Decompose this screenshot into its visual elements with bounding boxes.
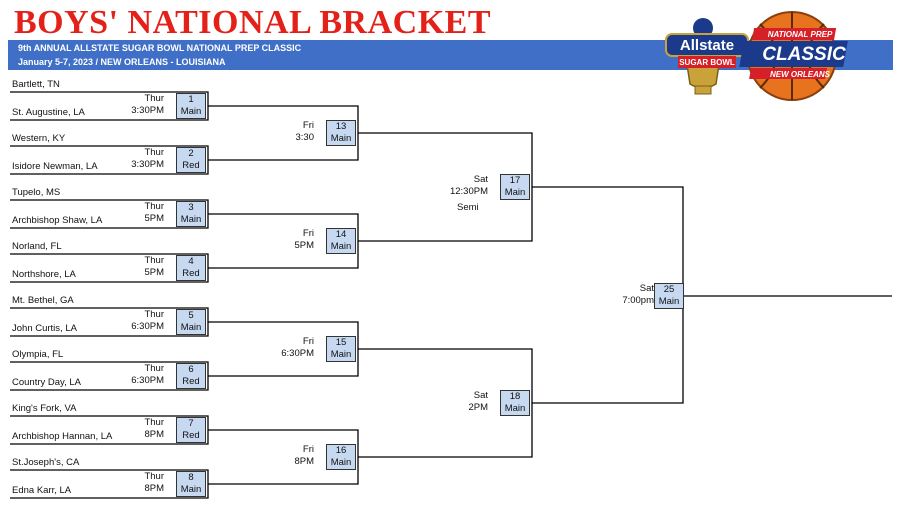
- team-name: Country Day, LA: [12, 377, 81, 388]
- team-name: Mt. Bethel, GA: [12, 295, 74, 306]
- event-subtitle: 9th ANNUAL ALLSTATE SUGAR BOWL NATIONAL …: [18, 43, 302, 53]
- logo-top: NATIONAL PREP: [768, 30, 833, 39]
- team-name: Norland, FL: [12, 241, 62, 252]
- team-name: Western, KY: [12, 133, 66, 144]
- team-name: Bartlett, TN: [12, 79, 60, 90]
- bracket-title: BOYS' NATIONAL BRACKET: [14, 4, 492, 41]
- team-name: St.Joseph's, CA: [12, 457, 80, 468]
- semi-note: Semi: [457, 202, 479, 213]
- team-name: Northshore, LA: [12, 269, 76, 280]
- team-name: Edna Karr, LA: [12, 485, 72, 496]
- team-name: John Curtis, LA: [12, 323, 77, 334]
- logo-brand: Allstate: [680, 37, 734, 54]
- team-name: King's Fork, VA: [12, 403, 77, 414]
- team-name: Isidore Newman, LA: [12, 161, 98, 172]
- logo-bottom: NEW ORLEANS: [770, 70, 831, 79]
- event-dates: January 5-7, 2023 / NEW ORLEANS - LOUISI…: [18, 57, 226, 67]
- team-name: Archbishop Hannan, LA: [12, 431, 113, 442]
- team-name: Tupelo, MS: [12, 187, 61, 198]
- logo-main: CLASSIC: [762, 44, 846, 65]
- team-name: St. Augustine, LA: [12, 107, 85, 118]
- sugar-bowl-logo: Allstate SUGAR BOWL NATIONAL PREP CLASSI…: [665, 11, 848, 101]
- logo-bowl: SUGAR BOWL: [679, 58, 735, 67]
- team-name: Archbishop Shaw, LA: [12, 215, 103, 226]
- team-name: Olympia, FL: [12, 349, 64, 360]
